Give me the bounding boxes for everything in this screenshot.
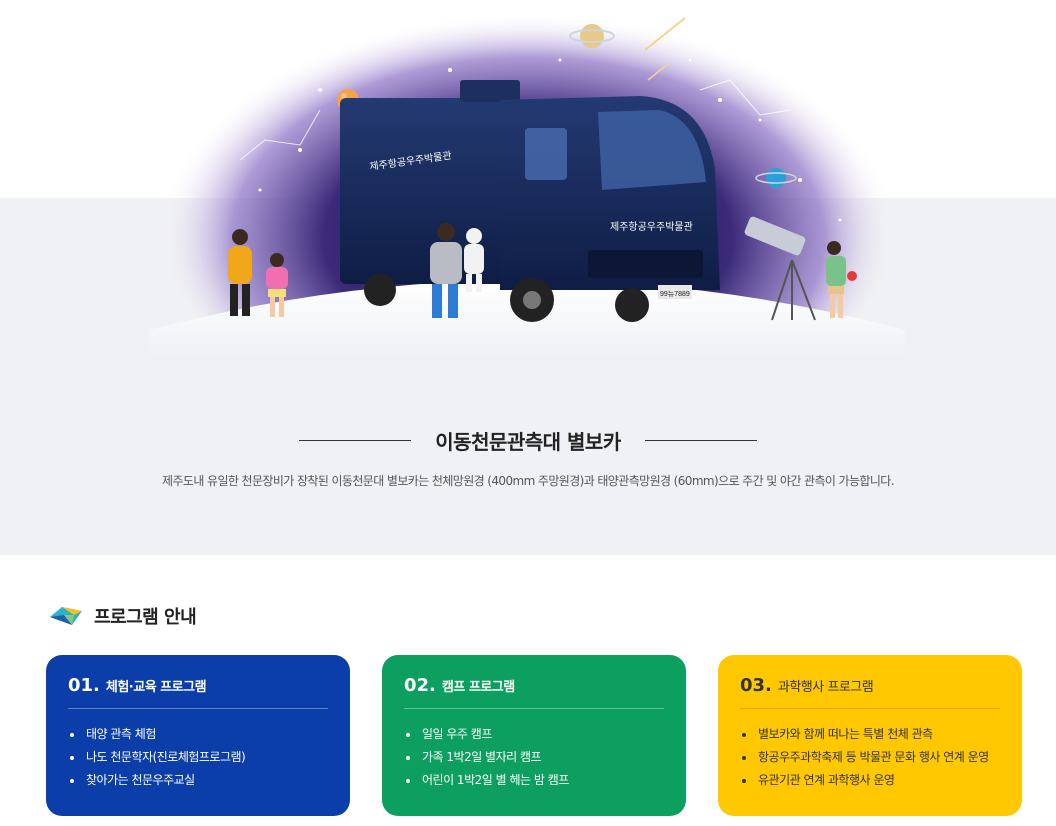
list-item: 일일 우주 캠프 (404, 723, 664, 746)
card-header: 01. 체험·교육 프로그램 (68, 675, 328, 709)
person-astronaut (464, 228, 484, 292)
ringed-planet (569, 24, 615, 48)
constellation-lines (239, 79, 791, 161)
list-item: 태양 관측 체험 (68, 723, 328, 746)
truck-grille (588, 250, 703, 278)
program-card-science-event[interactable]: 03. 과학행사 프로그램 별보카와 함께 떠나는 특별 천체 관측 항공우주과… (718, 655, 1022, 816)
title-line-right (644, 439, 757, 441)
museum-logo-icon (50, 607, 82, 625)
intro-title-row: 이동천문관측대 별보카 (0, 424, 1056, 456)
program-section-heading: 프로그램 안내 (48, 600, 197, 632)
card-item-list: 태양 관측 체험 나도 천문학자(진로체험프로그램) 찾아가는 천문우주교실 (68, 723, 328, 792)
card-number: 02. (404, 675, 436, 696)
program-card-camp[interactable]: 02. 캠프 프로그램 일일 우주 캠프 가족 1박2일 별자리 캠프 어린이 … (382, 655, 686, 816)
program-heading: 프로그램 안내 (94, 607, 197, 628)
list-item: 찾아가는 천문우주교실 (68, 769, 328, 792)
list-item: 나도 천문학자(진로체험프로그램) (68, 746, 328, 769)
truck-cargo-box (340, 98, 510, 284)
shooting-star-2 (647, 63, 669, 81)
hero-section: 제주항공우주박물관 제주항공우주박물관 99뉴7889 (0, 0, 1056, 555)
title-line-left (299, 439, 412, 441)
list-item: 항공우주과학축제 등 박물관 문화 행사 연계 운영 (740, 746, 1000, 769)
intro-description: 제주도내 유일한 천문장비가 장착된 이동천문대 별보카는 천체망원경 (400… (162, 474, 895, 488)
license-plate (658, 285, 692, 299)
card-title: 캠프 프로그램 (441, 680, 515, 695)
person-telescope-viewer (826, 241, 857, 318)
truck-wheel-rear (364, 274, 396, 306)
truck-front-text: 제주항공우주박물관 (610, 221, 693, 233)
card-header: 03. 과학행사 프로그램 (740, 675, 1000, 709)
list-item: 어린이 1박2일 별 헤는 밤 캠프 (404, 769, 664, 792)
stars (258, 58, 842, 222)
person-adult-left (228, 229, 252, 316)
card-title: 과학행사 프로그램 (777, 680, 874, 695)
telescope (744, 216, 816, 321)
shooting-star (644, 17, 686, 51)
blue-planet (755, 168, 797, 188)
list-item: 별보카와 함께 떠나는 특별 천체 관측 (740, 723, 1000, 746)
program-cards: 01. 체험·교육 프로그램 태양 관측 체험 나도 천문학자(진로체험프로그램… (46, 655, 1022, 816)
card-header: 02. 캠프 프로그램 (404, 675, 664, 709)
truck-windshield (598, 110, 706, 190)
page-title: 이동천문관측대 별보카 (435, 429, 621, 454)
person-child-left (266, 253, 288, 317)
truck-side-window (525, 128, 567, 180)
license-plate-text: 99뉴7889 (660, 290, 690, 298)
card-item-list: 일일 우주 캠프 가족 1박2일 별자리 캠프 어린이 1박2일 별 헤는 밤 … (404, 723, 664, 792)
card-item-list: 별보카와 함께 떠나는 특별 천체 관측 항공우주과학축제 등 박물관 문화 행… (740, 723, 1000, 792)
card-number: 03. (740, 675, 772, 696)
person-adult-center (430, 223, 462, 318)
program-card-education[interactable]: 01. 체험·교육 프로그램 태양 관측 체험 나도 천문학자(진로체험프로그램… (46, 655, 350, 816)
card-title: 체험·교육 프로그램 (105, 680, 207, 695)
mobile-observatory-illustration: 제주항공우주박물관 제주항공우주박물관 99뉴7889 (150, 0, 905, 360)
list-item: 가족 1박2일 별자리 캠프 (404, 746, 664, 769)
list-item: 유관기관 연계 과학행사 운영 (740, 769, 1000, 792)
card-number: 01. (68, 675, 100, 696)
